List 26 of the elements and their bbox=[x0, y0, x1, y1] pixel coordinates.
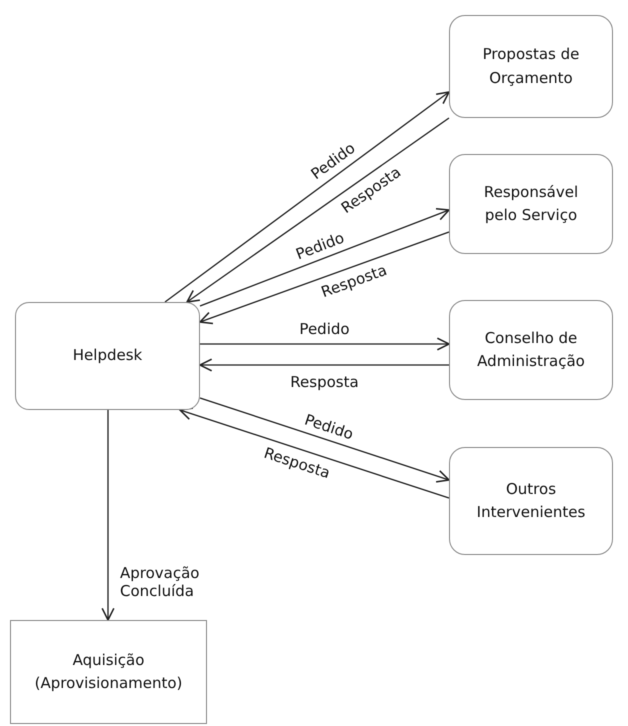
process-box bbox=[449, 447, 613, 555]
process-box bbox=[449, 300, 613, 400]
box-text: Conselho de Administração bbox=[476, 328, 586, 372]
arrow bbox=[200, 208, 450, 307]
process-box bbox=[15, 302, 200, 410]
process-box bbox=[449, 15, 613, 118]
arrow bbox=[101, 410, 115, 621]
edge-label: Pedido bbox=[293, 228, 346, 264]
box-text: Aquisição (Aprovisionamento) bbox=[34, 650, 184, 694]
arrow bbox=[186, 117, 450, 303]
box-text: Helpdesk bbox=[72, 345, 142, 366]
box-text: Outros Intervenientes bbox=[476, 478, 586, 523]
arrow bbox=[199, 231, 450, 324]
edge-label: Pedido bbox=[302, 410, 356, 444]
process-box bbox=[10, 620, 207, 724]
edge-label: Pedido bbox=[299, 320, 350, 338]
arrow bbox=[164, 91, 450, 303]
arrow bbox=[199, 358, 449, 372]
arrow bbox=[200, 397, 450, 483]
arrow bbox=[200, 337, 450, 351]
edge-label: Resposta bbox=[290, 373, 359, 391]
box-text: Responsável pelo Serviço bbox=[482, 182, 580, 226]
box-text: Propostas de Orçamento bbox=[482, 44, 580, 88]
process-box bbox=[449, 154, 613, 254]
arrow bbox=[179, 407, 450, 499]
edge-label: Aprovação Concluída bbox=[120, 564, 200, 600]
